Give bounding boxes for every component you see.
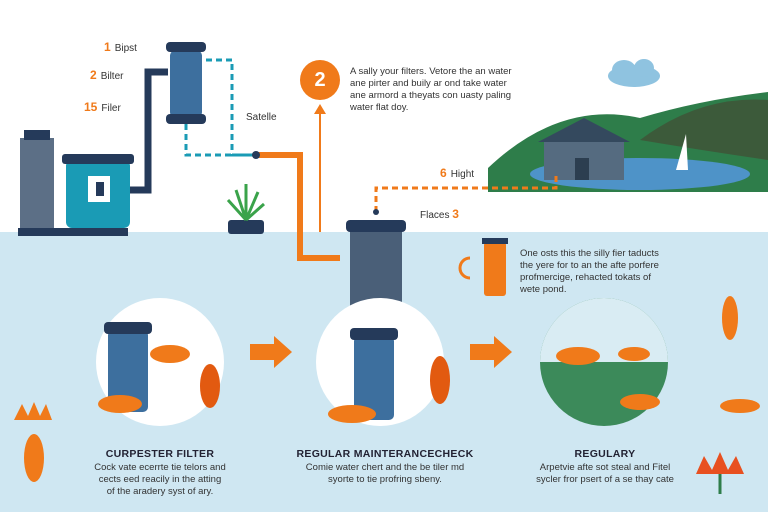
dashed-house-line xyxy=(374,176,558,212)
dashed-return-line xyxy=(206,58,256,157)
cycle-arrow-icon xyxy=(458,256,471,280)
label-satelle: Satelle xyxy=(246,112,277,123)
text-line: One osts this the silly fier taducts xyxy=(520,248,659,259)
label-number: 15 xyxy=(84,100,98,114)
text-line: Cock vate ecerrte tie telors and xyxy=(94,462,226,473)
top-filter-canister xyxy=(170,50,202,118)
step-badge: 2 xyxy=(300,60,340,100)
next-arrow-icon xyxy=(470,336,512,368)
label-number: 1 xyxy=(104,40,111,54)
label-text: Hight xyxy=(450,169,475,180)
filter-cartridge xyxy=(484,242,506,296)
label-text: Filer xyxy=(101,103,121,114)
text-line: Arpetvie afte sot steal and Fitel xyxy=(539,462,671,473)
text-line: Comie water chert and the be tiler md xyxy=(305,462,465,473)
text-line: profmercige, rehacted tokats of xyxy=(520,272,651,283)
label-number: 6 xyxy=(440,166,447,180)
plant-pot xyxy=(228,220,264,234)
lotus-flower-icon xyxy=(696,452,744,474)
text-line: sycler fror psert of a se thay cate xyxy=(536,474,674,485)
koi-fish-icon xyxy=(722,296,738,340)
section-title-maintenance: REGULAR MAINTERANCECHECK xyxy=(296,448,474,460)
text-line: of the aradery syst of ary. xyxy=(106,486,214,497)
label-text: Bilter xyxy=(100,71,124,82)
text-line: ane armord a theyats con uasty paling xyxy=(350,90,512,101)
text-line: cects eed reacily in the atting xyxy=(98,474,222,485)
next-arrow-icon xyxy=(250,336,292,368)
label-number: 2 xyxy=(90,68,97,82)
label-text: Flaces xyxy=(420,210,450,221)
center-filter-canister xyxy=(350,228,402,308)
feed-pipe xyxy=(130,68,168,194)
text-line: ane pirter and buily ar ond take water xyxy=(350,78,507,89)
pump-tower xyxy=(20,138,54,234)
label-flaces: Flaces 3 xyxy=(420,207,463,221)
koi-fish-icon xyxy=(150,345,190,363)
lotus-flower-icon xyxy=(14,402,52,420)
section-title-regular: REGULARY xyxy=(574,448,636,460)
house-roof xyxy=(538,118,630,142)
text-line: A sally your filters. Vetore the an wate… xyxy=(350,66,512,77)
section-desc-maintenance: Comie water chert and the be tiler md sy… xyxy=(275,462,495,486)
house-door xyxy=(575,158,589,180)
cartridge-paragraph: One osts this the silly fier taducts the… xyxy=(520,248,710,296)
up-arrow-icon xyxy=(314,104,326,114)
section-desc-filter: Cock vate ecerrte tie telors and cects e… xyxy=(60,462,260,498)
text-line: the yere for to an the afte porfere xyxy=(520,260,659,271)
label-text: Bipst xyxy=(114,43,137,54)
section-title-filter: CURPESTER FILTER xyxy=(105,448,215,460)
text-line: wete pond. xyxy=(520,284,567,295)
plant-icon xyxy=(226,184,265,222)
text-line: syorte to tie profring sbeny. xyxy=(328,474,442,485)
intro-paragraph: A sally your filters. Vetore the an wate… xyxy=(350,66,550,114)
label-text: Satelle xyxy=(246,112,277,123)
text-line: water flat doy. xyxy=(350,102,409,113)
label-number: 3 xyxy=(452,207,459,221)
dark-hill xyxy=(640,99,768,160)
orange-pipe xyxy=(256,152,340,261)
section-desc-regular: Arpetvie afte sot steal and Fitel sycler… xyxy=(505,462,705,486)
sailboat-icon xyxy=(676,134,688,170)
